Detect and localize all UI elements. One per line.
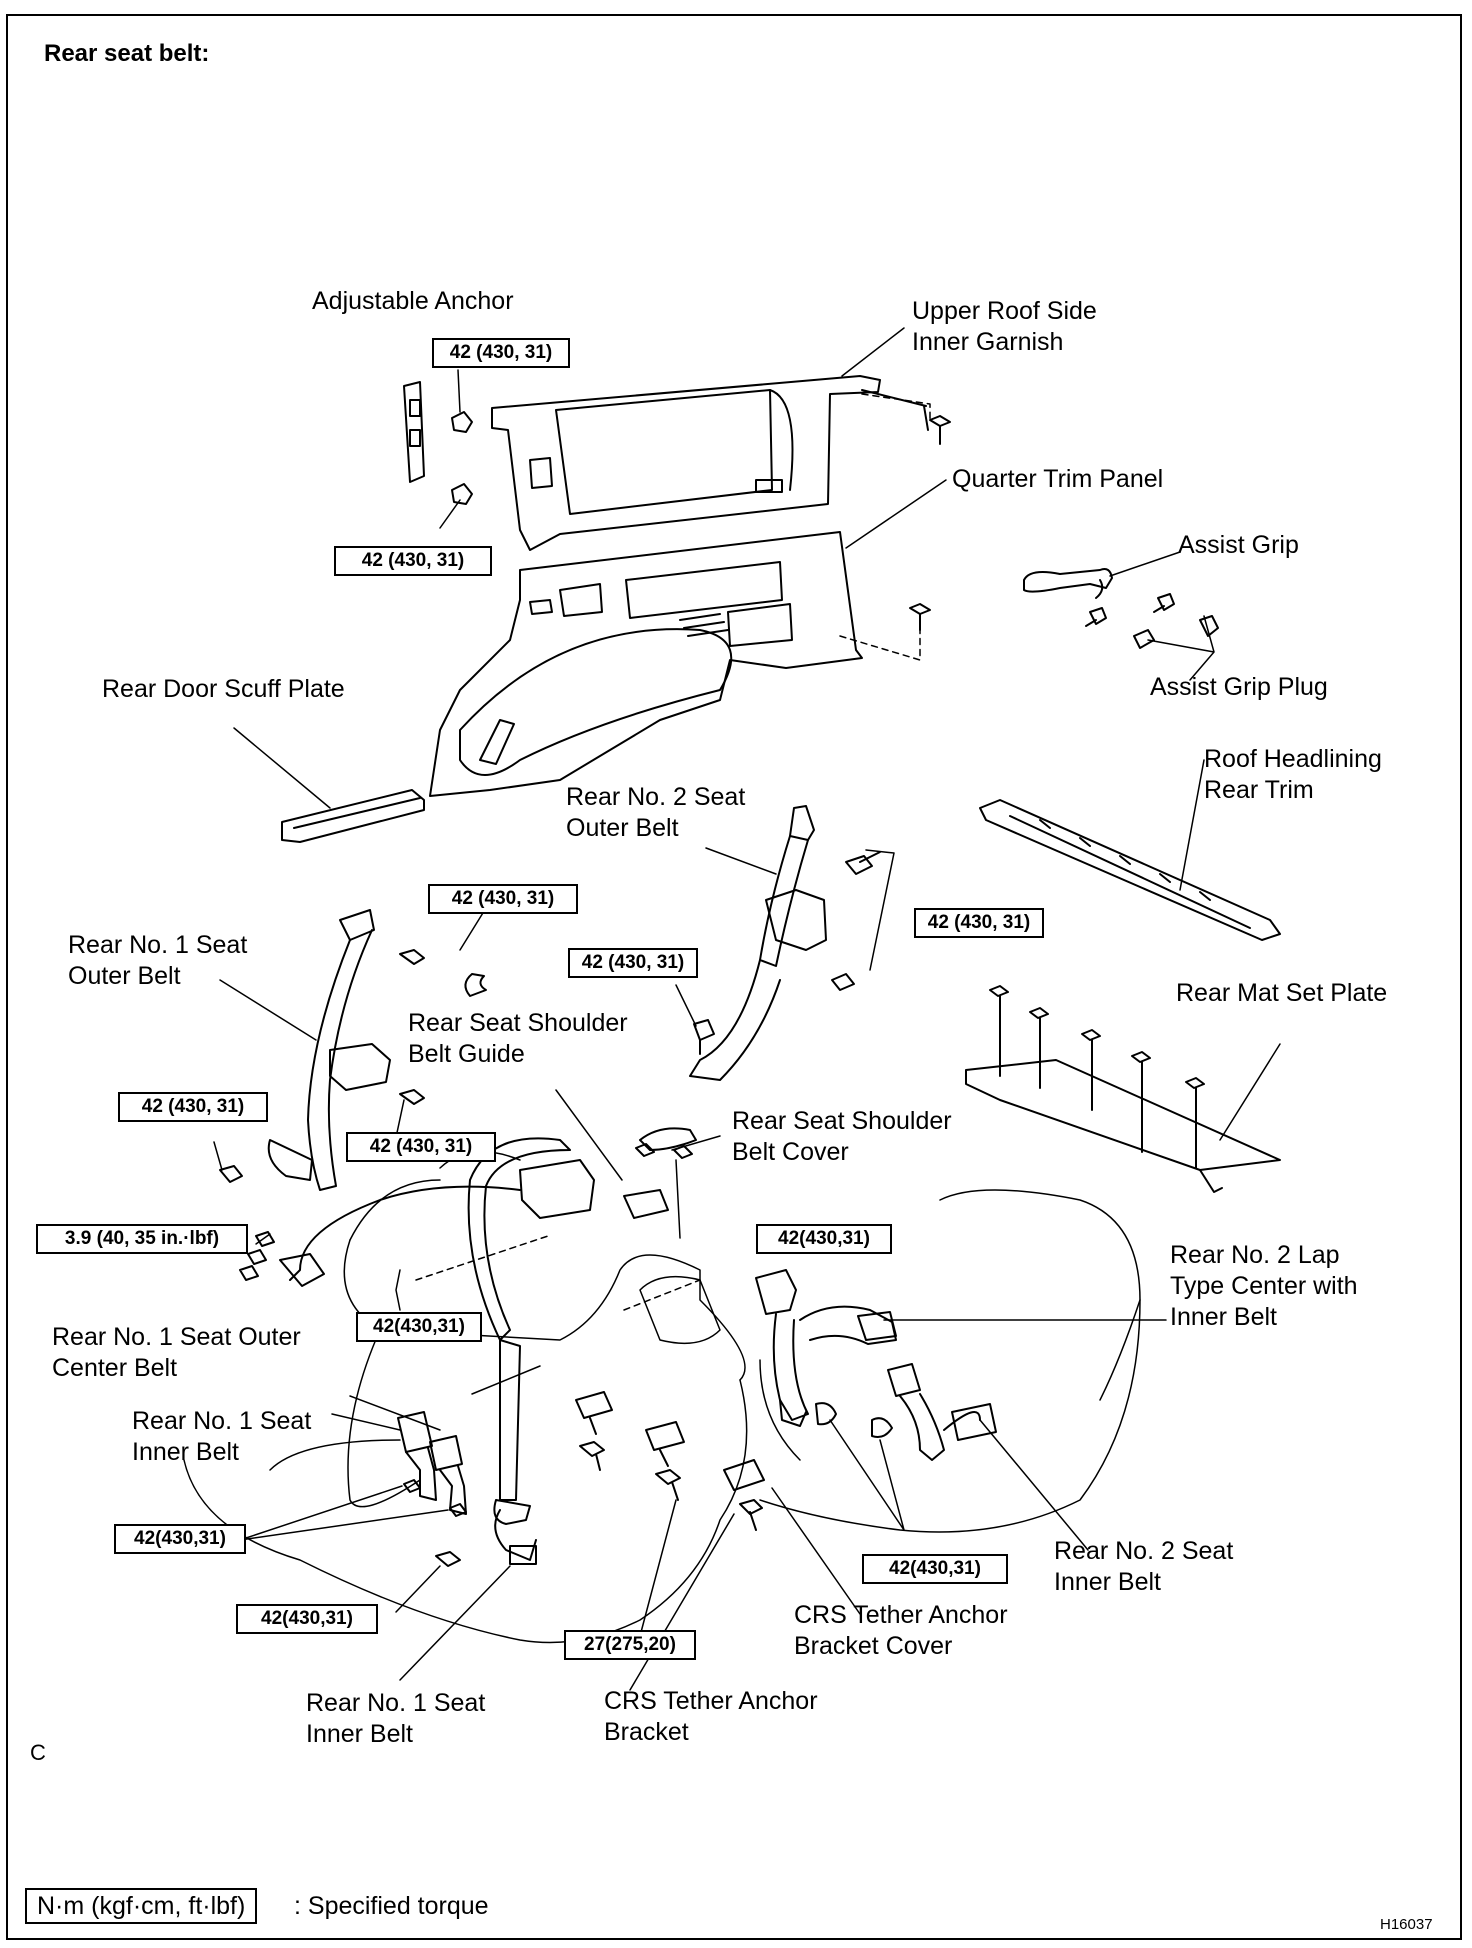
torque-box: 42 (430, 31) [428,884,578,914]
torque-box: 27(275,20) [564,1630,696,1660]
torque-box: 42(430,31) [356,1312,482,1342]
label-assist-grip: Assist Grip [1178,531,1299,559]
torque-box: 42 (430, 31) [334,546,492,576]
rear-no2-inner-belt-part [815,1363,997,1461]
rear-seat-outline [183,1150,1141,1644]
rear-door-scuff-plate-part [281,789,425,843]
torque-legend-unit: N·m (kgf·cm, ft·lbf) [25,1888,258,1924]
guide-lines [415,393,931,1311]
figure-letter: C [30,1740,46,1765]
torque-box: 42 (430, 31) [346,1132,496,1162]
rear-mat-set-plate-part [965,985,1281,1193]
label-quarter-trim-panel: Quarter Trim Panel [952,465,1164,493]
torque-box: 42 (430, 31) [432,338,570,368]
label-rear-door-scuff-plate: Rear Door Scuff Plate [102,675,345,703]
rear-no1-outer-belt-part [219,909,487,1191]
quarter-trim-panel-part [429,531,863,797]
torque-box: 42 (430, 31) [118,1092,268,1122]
roof-headlining-rear-trim-part [979,799,1281,941]
torque-box: 42(430,31) [862,1554,1008,1584]
rear-no2-lap-center-belt-part [755,1269,897,1427]
upper-roof-side-garnish-part [491,375,929,551]
rear-no1-outer-center-belt-part [467,1137,571,1565]
torque-box: 42 (430, 31) [914,908,1044,938]
torque-box: 42(430,31) [114,1524,246,1554]
torque-box: 3.9 (40, 35 in.·lbf) [36,1224,248,1254]
figure-title: Rear seat belt: [44,40,210,67]
figure-frame [6,14,1462,1940]
figure-code: H16037 [1380,1916,1433,1933]
rear-no1-inner-belt-part [397,1411,467,1567]
torque-box: 42(430,31) [756,1224,892,1254]
torque-box: 42 (430, 31) [568,948,698,978]
label-rear-mat-set-plate: Rear Mat Set Plate [1176,979,1388,1007]
crs-tether-anchor-part [575,1391,765,1531]
rear-no2-outer-belt-part [689,805,881,1081]
label-adjustable-anchor: Adjustable Anchor [312,287,514,315]
assist-grip-part [909,415,1219,649]
torque-box: 42(430,31) [236,1604,378,1634]
leader-lines [213,327,1281,1691]
adjustable-anchor-part [403,381,473,505]
torque-legend-text: : Specified torque [294,1892,489,1920]
label-assist-grip-plug: Assist Grip Plug [1150,673,1328,701]
